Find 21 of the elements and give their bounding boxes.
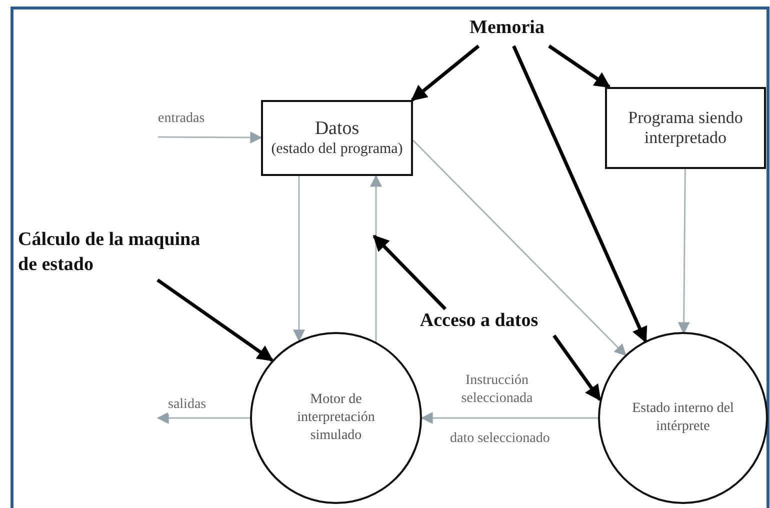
pointer-arrow <box>552 334 602 402</box>
callout-text: Cálculo de la maquina de estado <box>18 228 223 280</box>
process-circle: Motor de interpretación simulado <box>250 332 422 504</box>
flow-arrow <box>420 412 598 424</box>
flow-arrow <box>293 176 305 342</box>
process-circle: Estado interno del intérprete <box>598 332 768 504</box>
flow-arrow <box>678 169 690 334</box>
process-box: Programa siendo interpretado <box>605 87 766 169</box>
edge-label: salidas <box>168 396 206 414</box>
pointer-arrow <box>156 278 274 362</box>
flow-arrow <box>158 132 262 144</box>
box-subtitle: (estado del programa) <box>271 140 403 158</box>
pointer-arrow <box>372 234 447 310</box>
pointer-arrow <box>512 45 648 344</box>
flow-arrow <box>156 412 250 424</box>
box-title: Datos <box>314 118 360 140</box>
flow-arrow <box>370 174 382 342</box>
callout-text: Memoria <box>458 16 556 46</box>
pointer-arrow <box>548 44 611 88</box>
pointer-arrow <box>410 44 480 102</box>
flow-arrow <box>412 140 626 356</box>
